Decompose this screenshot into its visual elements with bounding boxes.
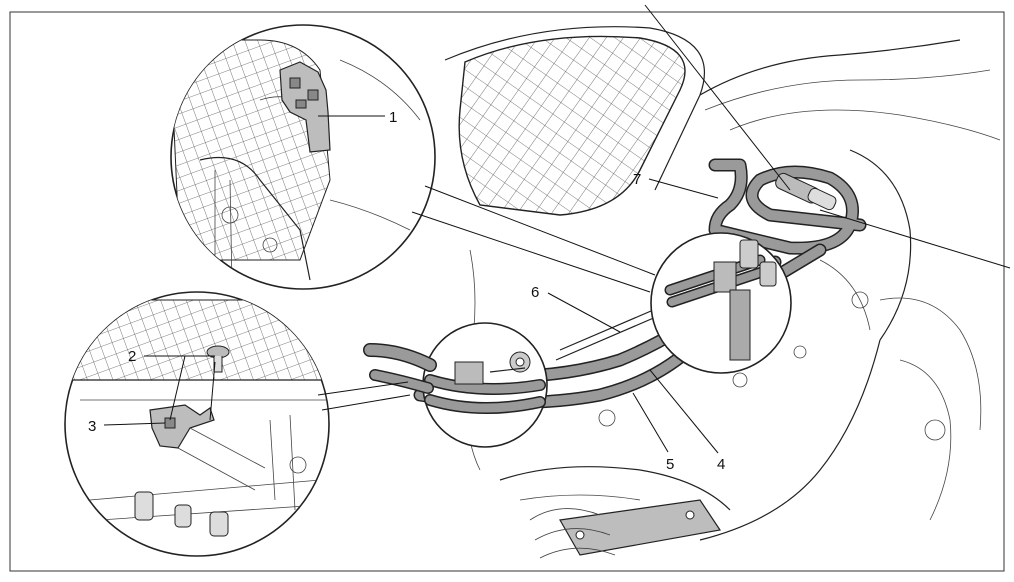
callout-1: 1: [318, 109, 397, 126]
callout-label-6: 6: [531, 284, 539, 301]
callout-label-2: 2: [128, 348, 136, 365]
callout-label-5: 5: [666, 456, 674, 473]
callout-2: 2: [128, 348, 216, 421]
callout-7: 7: [633, 171, 719, 199]
callout-4: 4: [649, 369, 725, 473]
callout-label-1: 1: [389, 109, 397, 126]
detail-circle-clip: [170, 24, 436, 290]
callout-label-7: 7: [633, 171, 641, 188]
detail-lens-clamp: [650, 232, 792, 374]
detail-circle-bracket: [64, 291, 330, 557]
callout-6: 6: [531, 284, 621, 333]
callout-3: 3: [88, 418, 166, 435]
detail-lens-bolt: [422, 322, 548, 448]
callout-label-3: 3: [88, 418, 96, 435]
callout-5: 5: [632, 392, 674, 473]
callout-label-4: 4: [717, 456, 725, 473]
